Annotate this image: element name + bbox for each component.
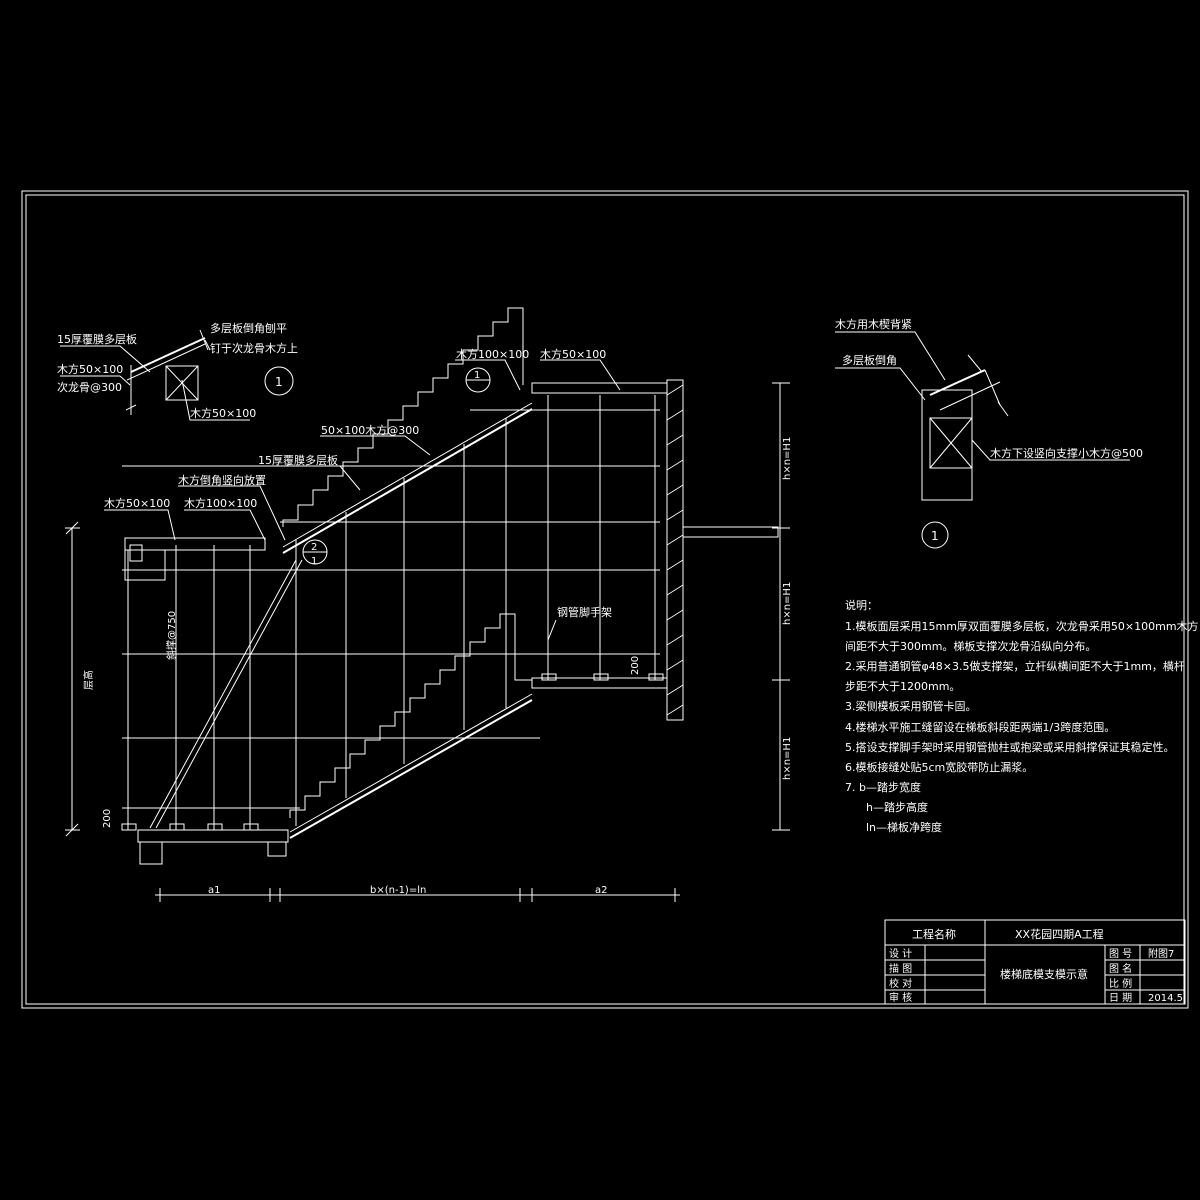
- note-line: 6.模板接缝处贴5cm宽胶带防止漏浆。: [845, 760, 1033, 774]
- field-date: 日 期: [1109, 992, 1132, 1004]
- inner-frame: [25, 194, 1185, 1005]
- role-check: 校 对: [889, 977, 912, 990]
- top-t50-label: 木方50×100: [540, 347, 606, 361]
- d1-timber2-label: 木方50×100: [190, 406, 256, 420]
- lower-flight-soffit: [289, 693, 533, 833]
- note-line: ln—梯板净跨度: [866, 820, 942, 834]
- scaffold-ledgers: [122, 409, 660, 809]
- role-draw: 描 图: [889, 962, 912, 975]
- right-detail-number: 1: [931, 529, 939, 543]
- outer-frame: [21, 190, 1189, 1009]
- scaffold-label: 钢管脚手架: [557, 605, 612, 619]
- role-review: 审 核: [889, 991, 912, 1004]
- d1-chamfer-label: 多层板倒角刨平: [210, 321, 287, 335]
- note-line: h—踏步高度: [866, 800, 928, 814]
- c200a-label: 200: [102, 809, 113, 828]
- drawing-no: 附图7: [1148, 947, 1174, 960]
- height-label: 层高: [82, 670, 95, 690]
- left-t50-label: 木方50×100: [104, 496, 170, 510]
- note-line: 2.采用普通钢管φ48×3.5做支撑架，立杆纵横间距不大于1mm，横杆: [845, 659, 1185, 673]
- timber-section: [165, 365, 199, 401]
- note-line: 1.模板面层采用15mm厚双面覆膜多层板，次龙骨采用50×100mm木方，: [845, 619, 1200, 633]
- d1-ply-label: 15厚覆膜多层板: [57, 332, 137, 346]
- dim-right-3: h×n=H1: [782, 737, 793, 780]
- note-line: 7. b—踏步宽度: [845, 780, 921, 794]
- right-detail-marker: [921, 521, 949, 549]
- bottom-slab: [137, 829, 289, 843]
- landing-slab: [682, 526, 779, 538]
- right-wall: [666, 379, 684, 721]
- d1-timber-label: 木方50×100: [57, 362, 123, 376]
- project-label: 工程名称: [912, 927, 956, 941]
- upper-flight-steps: [282, 307, 524, 527]
- dim-right-1: h×n=H1: [782, 437, 793, 480]
- dimensions: [65, 382, 790, 902]
- left-beam: [124, 537, 266, 551]
- brace-label: 斜撑@750: [165, 611, 178, 660]
- title-block: [884, 919, 1186, 1005]
- drawing-title: 楼梯底模支模示意: [1000, 967, 1088, 981]
- mid-joist-label: 50×100木方@300: [321, 423, 419, 437]
- mid-ply-label: 15厚覆膜多层板: [258, 453, 338, 467]
- right-detail: [835, 331, 1130, 549]
- detail-marker-1: [264, 366, 294, 396]
- right-wedge-label: 木方用木楔背紧: [835, 317, 912, 331]
- d1-joist-label: 次龙骨@300: [57, 380, 122, 394]
- top-t100-label: 木方100×100: [456, 347, 529, 361]
- detail-1-number: 1: [275, 375, 283, 389]
- right-chamfer-label: 多层板倒角: [842, 353, 897, 367]
- note-line: 5.搭设支撑脚手架时采用钢管抛柱或抱梁或采用斜撑保证其稳定性。: [845, 740, 1175, 754]
- field-scale: 比 例: [1109, 977, 1132, 990]
- top-landing: [531, 382, 668, 394]
- upper-flight-soffit: [282, 402, 533, 548]
- dim-right-2: h×n=H1: [782, 582, 793, 625]
- scaffold-posts: [127, 395, 656, 830]
- note-line: 4.楼梯水平施工缝留设在梯板斜段距两端1/3跨度范围。: [845, 720, 1115, 734]
- left-chamfer-label: 木方倒角竖向放置: [178, 473, 266, 487]
- note-line: 间距不大于300mm。梯板支撑次龙骨沿纵向分布。: [845, 639, 1096, 653]
- field-name: 图 名: [1109, 962, 1132, 975]
- field-no: 图 号: [1109, 948, 1132, 960]
- left-t100-label: 木方100×100: [184, 496, 257, 510]
- marker-2-number: 2: [311, 542, 317, 553]
- dim-mid: b×(n-1)=ln: [370, 885, 426, 896]
- dim-a2: a2: [595, 885, 608, 896]
- project-name: XX花园四期A工程: [1015, 928, 1104, 941]
- dim-a1: a1: [208, 885, 221, 896]
- note-line: 3.梁侧模板采用钢管卡固。: [845, 699, 977, 713]
- lower-flight-steps: [289, 613, 532, 818]
- diagonal-brace: [149, 559, 297, 829]
- right-support-label: 木方下设竖向支撑小木方@500: [990, 446, 1143, 460]
- detail-1-top-left: [60, 329, 294, 421]
- c200b-label: 200: [630, 656, 641, 675]
- notes-title: 说明：: [845, 598, 878, 612]
- d1-nail-label: 钉于次龙骨木方上: [210, 341, 298, 355]
- notes-block: 说明： 1.模板面层采用15mm厚双面覆膜多层板，次龙骨采用50×100mm木方…: [845, 598, 1200, 834]
- marker-2-sub: 1: [311, 556, 317, 567]
- marker-1-number: 1: [474, 370, 480, 381]
- note-line: 步距不大于1200mm。: [845, 679, 960, 693]
- role-design: 设 计: [889, 947, 912, 960]
- drawing-date: 2014.5: [1148, 993, 1183, 1004]
- main-section: [104, 307, 779, 865]
